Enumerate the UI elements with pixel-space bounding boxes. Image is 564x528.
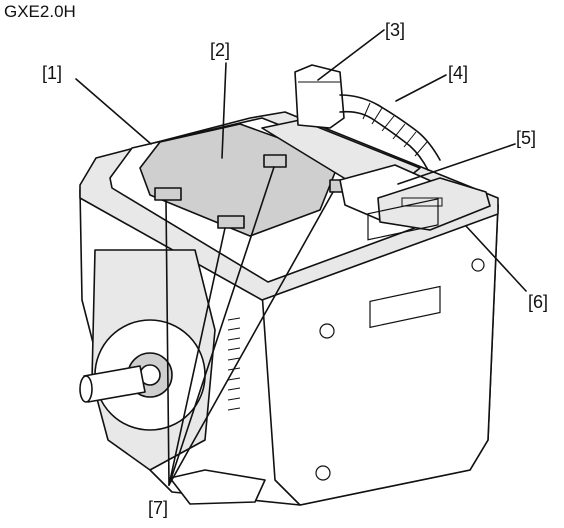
leader-line-1	[75, 78, 152, 145]
cable-harness-outer	[339, 94, 441, 161]
leader-line-7a	[165, 200, 170, 486]
leader-line-4	[395, 74, 447, 102]
callout-5: [5]	[516, 128, 537, 148]
clip-middle	[217, 215, 245, 229]
leader-line-7b	[168, 227, 226, 486]
bolt-head	[315, 465, 331, 481]
connector-plug	[294, 64, 345, 129]
leader-line-6	[465, 225, 527, 292]
callout-2: [2]	[210, 40, 231, 60]
callout-4: [4]	[448, 63, 469, 83]
clip-left	[154, 187, 182, 201]
callout-6: [6]	[528, 292, 549, 312]
bolt-head	[319, 323, 335, 339]
callout-leader-lines	[75, 29, 527, 486]
bolt-head	[471, 258, 485, 272]
callout-1: [1]	[42, 63, 63, 83]
callout-7: [7]	[148, 498, 169, 518]
callout-3: [3]	[385, 20, 406, 40]
model-label: GXE2.0H	[4, 2, 76, 21]
leader-line-5	[397, 143, 516, 185]
clip-upper	[263, 154, 287, 168]
leader-line-3	[317, 29, 385, 81]
leader-line-2	[221, 62, 227, 159]
leader-line-7d	[168, 191, 334, 486]
cable-harness-inner	[339, 110, 429, 171]
front-recess-1	[367, 198, 439, 241]
carry-handle	[377, 177, 491, 231]
front-recess-2	[369, 285, 441, 329]
engine-base	[169, 469, 266, 505]
leader-line-7c	[168, 166, 275, 486]
